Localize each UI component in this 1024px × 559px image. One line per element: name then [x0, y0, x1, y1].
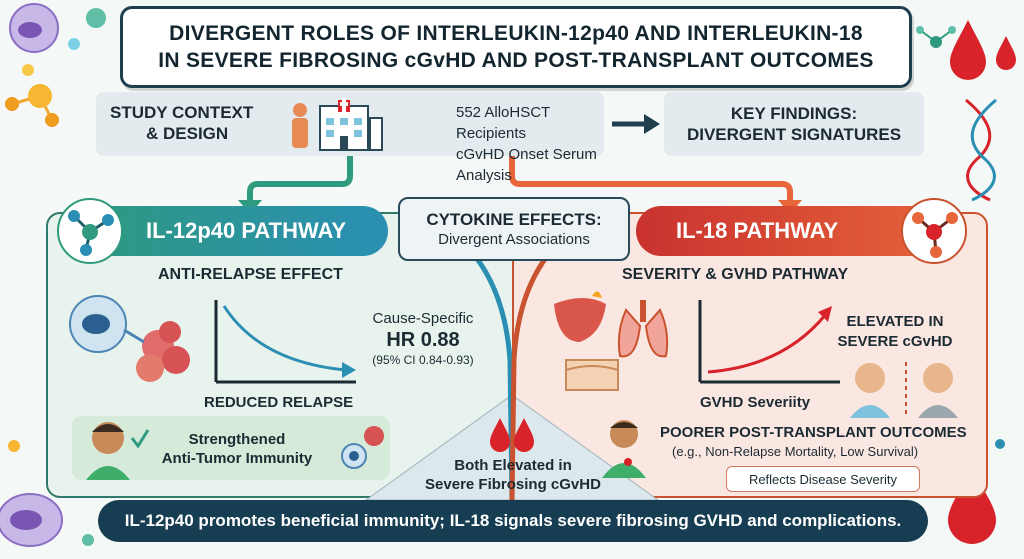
- key-findings-box: KEY FINDINGS: DIVERGENT SIGNATURES: [664, 92, 924, 156]
- gvhd-severity-caption: GVHD Severiity: [700, 394, 811, 411]
- study-context-label: STUDY CONTEXT & DESIGN: [110, 102, 253, 144]
- elevated-severe-text-line-1: ELEVATED IN: [846, 313, 944, 330]
- patient-unwell-icon: [602, 420, 646, 478]
- study-context-text-line-2: cGvHD Onset Serum Analysis: [456, 146, 597, 184]
- elevated-severe-text: ELEVATED IN SEVERE cGvHD: [830, 312, 960, 352]
- title-line-2: IN SEVERE FIBROSING cGvHD AND POST-TRANS…: [158, 49, 874, 72]
- immunity-text-line-1: Strengthened: [188, 431, 286, 448]
- connector-right-arrow: [509, 156, 793, 206]
- molecule-il18-icon: [901, 198, 967, 264]
- connector-left-arrow: [247, 156, 353, 206]
- hazard-ratio-block: Cause-Specific HR 0.88 (95% CI 0.84-0.93…: [358, 310, 488, 368]
- molecule-il12-icon: [57, 198, 123, 264]
- molecule-top-right-icon: [916, 26, 956, 48]
- severity-trend-chart: [698, 300, 840, 384]
- title-line-1: DIVERGENT ROLES OF INTERLEUKIN-12p40 AND…: [169, 22, 863, 45]
- key-findings-line-1: KEY FINDINGS:: [730, 104, 858, 123]
- both-elevated-text-line-2: Severe Fibrosing cGvHD: [425, 476, 601, 493]
- key-findings-line-2: DIVERGENT SIGNATURES: [686, 125, 902, 144]
- sick-patients-icon: [850, 362, 958, 418]
- study-context-text: 552 AlloHSCT Recipients cGvHD Onset Seru…: [456, 102, 604, 186]
- summary-bar: IL-12p40 promotes beneficial immunity; I…: [98, 500, 928, 542]
- severity-title: SEVERITY & GVHD PATHWAY: [622, 266, 849, 283]
- tumor-cell-icon: [341, 426, 384, 469]
- blood-drop-bottom-right-icon: [948, 439, 1005, 544]
- anti-relapse-title: ANTI-RELAPSE EFFECT: [158, 266, 343, 283]
- hospital-icon: [292, 98, 383, 151]
- cell-bottom-left-icon: [0, 440, 94, 547]
- immunity-box: Strengthened Anti-Tumor Immunity: [72, 416, 390, 480]
- study-context-box: STUDY CONTEXT & DESIGN 552 AlloHSCT Reci…: [96, 92, 604, 184]
- hazard-ratio-ci: (95% CI 0.84-0.93): [372, 353, 474, 367]
- study-context-label-line-1: STUDY CONTEXT: [110, 103, 254, 122]
- poorer-outcomes-title: POORER POST-TRANSPLANT OUTCOMES: [660, 424, 967, 441]
- molecule-top-left-icon: [5, 64, 59, 127]
- reduced-relapse-caption: REDUCED RELAPSE: [204, 394, 354, 411]
- title-box: DIVERGENT ROLES OF INTERLEUKIN-12p40 AND…: [120, 6, 912, 88]
- immunity-text: Strengthened Anti-Tumor Immunity: [152, 430, 322, 468]
- immunity-text-line-2: Anti-Tumor Immunity: [161, 450, 313, 467]
- cytokine-effects-subheading: Divergent Associations: [438, 230, 590, 248]
- reflects-severity-badge: Reflects Disease Severity: [726, 466, 920, 492]
- cell-cluster-top-left-icon: [9, 3, 106, 53]
- relapse-trend-chart: [214, 300, 356, 384]
- hazard-ratio-value: HR 0.88: [386, 329, 460, 351]
- cytokine-effects-box: CYTOKINE EFFECTS: Divergent Associations: [398, 197, 630, 261]
- blood-drop-top-right-icon: [950, 20, 1016, 80]
- dna-helix-right-icon: [965, 98, 997, 202]
- immune-cell-attack-icon: [69, 295, 190, 382]
- study-context-text-line-1: 552 AlloHSCT Recipients: [456, 104, 550, 142]
- cytokine-effects-heading: CYTOKINE EFFECTS:: [426, 209, 602, 229]
- poorer-outcomes-examples: (e.g., Non-Relapse Mortality, Low Surviv…: [672, 444, 919, 459]
- patient-healthy-icon: [86, 422, 150, 480]
- organs-icon: [554, 291, 669, 391]
- blood-drops-center-icon: [490, 418, 534, 452]
- both-elevated-text: Both Elevated in Severe Fibrosing cGvHD: [404, 456, 622, 494]
- arrow-to-findings-head: [644, 114, 660, 134]
- study-context-label-line-2: & DESIGN: [146, 124, 229, 143]
- elevated-severe-text-line-2: SEVERE cGvHD: [837, 333, 953, 350]
- hazard-ratio-label: Cause-Specific: [372, 310, 474, 327]
- both-elevated-text-line-1: Both Elevated in: [454, 457, 572, 474]
